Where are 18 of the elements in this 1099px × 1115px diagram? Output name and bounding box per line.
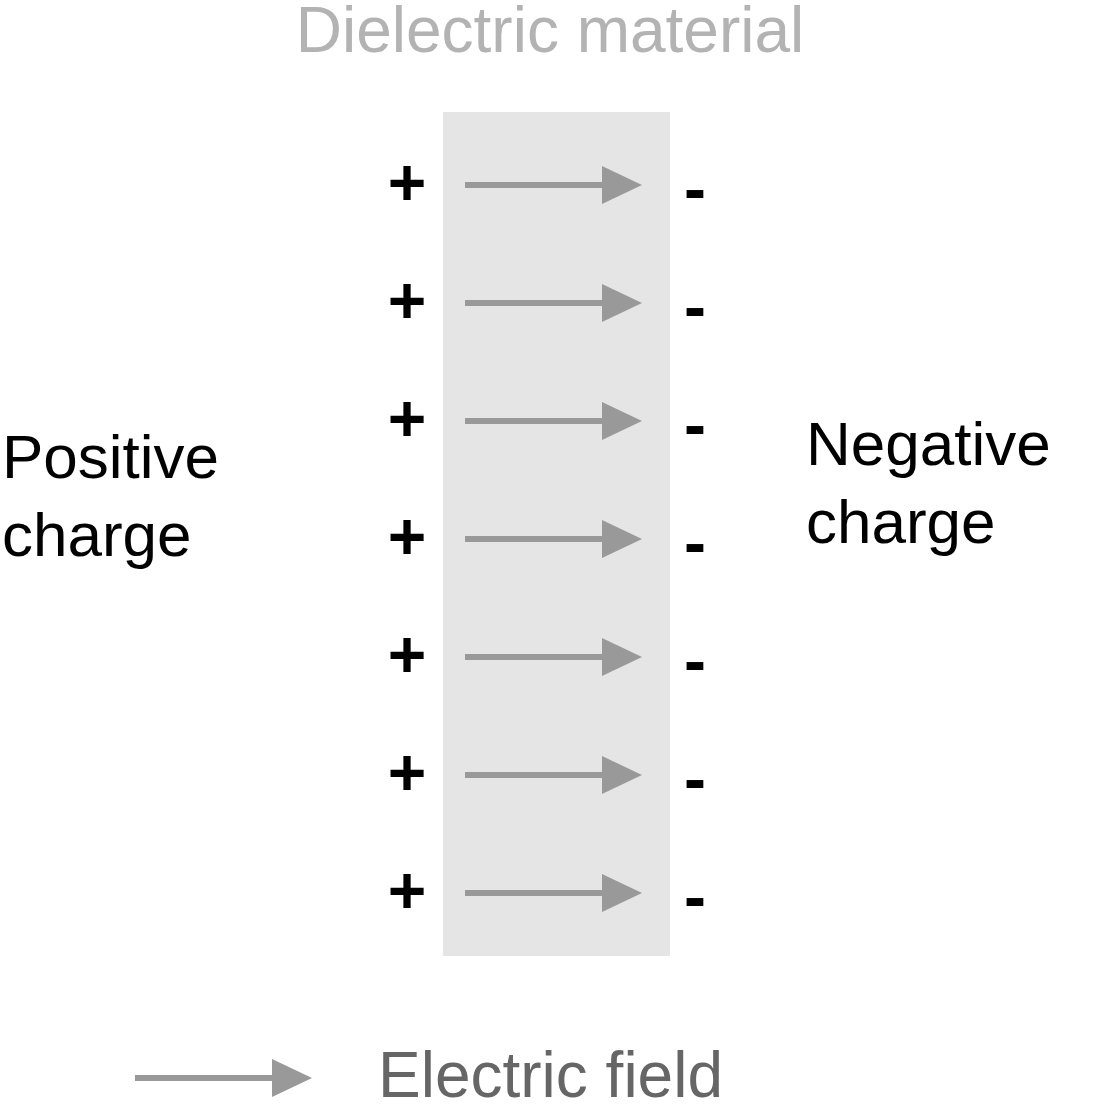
legend-text: Electric field <box>378 1038 723 1112</box>
band-heading: Dielectric material <box>294 0 806 66</box>
plus-sign: + <box>386 267 428 333</box>
plus-sign: + <box>386 149 428 215</box>
plus-sign: + <box>386 621 428 687</box>
minus-sign: - <box>683 273 707 339</box>
minus-sign: - <box>683 155 707 221</box>
minus-sign: - <box>683 391 707 457</box>
minus-sign: - <box>683 509 707 575</box>
minus-sign: - <box>683 863 707 929</box>
plus-sign: + <box>386 503 428 569</box>
minus-sign: - <box>683 627 707 693</box>
minus-sign: - <box>683 745 707 811</box>
plus-sign: + <box>386 385 428 451</box>
side-label: Positive charge <box>2 421 221 571</box>
side-label: Negative charge <box>806 408 1052 558</box>
plus-sign: + <box>386 857 428 923</box>
plus-sign: + <box>386 739 428 805</box>
